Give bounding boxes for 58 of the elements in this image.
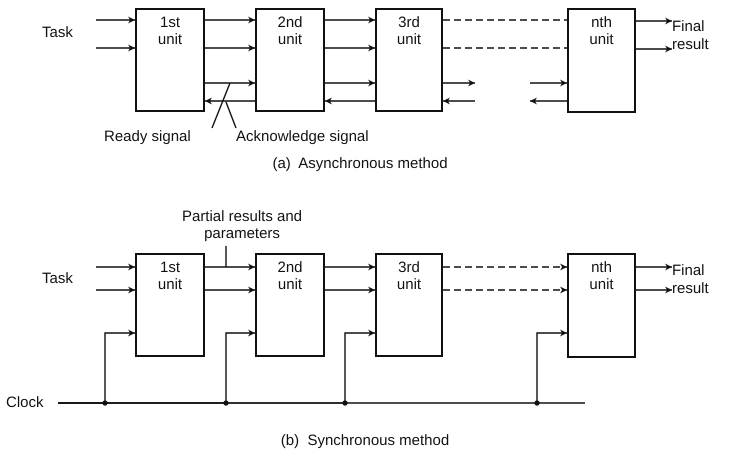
unit-box bbox=[567, 8, 636, 113]
arrow bbox=[443, 98, 475, 104]
clock-line bbox=[58, 330, 567, 404]
arrow bbox=[325, 98, 375, 104]
dashed-line bbox=[443, 19, 567, 21]
arrow bbox=[443, 286, 567, 294]
unit-label: 2nd unit bbox=[276, 14, 304, 48]
arrow bbox=[325, 264, 375, 270]
unit-box bbox=[375, 253, 443, 357]
leader-line bbox=[225, 102, 237, 128]
arrow bbox=[205, 80, 255, 86]
output-label: Final result bbox=[672, 262, 729, 298]
dashed-line bbox=[443, 47, 567, 49]
unit-label: 2nd unit bbox=[276, 259, 304, 293]
callout-label: Ready signal bbox=[104, 128, 212, 146]
arrow bbox=[205, 16, 255, 24]
arrow bbox=[325, 44, 375, 52]
arrow bbox=[443, 80, 475, 86]
arrow bbox=[96, 264, 135, 270]
clock-label: Clock bbox=[6, 394, 58, 412]
unit-label: 3rd unit bbox=[396, 14, 422, 48]
arrow bbox=[205, 286, 255, 294]
unit-label: 1st unit bbox=[156, 259, 184, 293]
callout-label: Partial results and parameters bbox=[172, 208, 312, 246]
unit-label: nth unit bbox=[588, 259, 615, 293]
arrow bbox=[530, 80, 567, 86]
unit-label: nth unit bbox=[588, 14, 615, 48]
arrow bbox=[530, 98, 567, 104]
figure-caption: (a) Asynchronous method bbox=[271, 155, 449, 172]
arrow bbox=[443, 264, 567, 270]
input-label: Task bbox=[42, 270, 96, 290]
unit-box bbox=[375, 8, 443, 112]
unit-box bbox=[255, 8, 325, 112]
unit-box bbox=[567, 253, 636, 358]
unit-box bbox=[255, 253, 325, 357]
arrow bbox=[636, 286, 672, 294]
output-label: Final result bbox=[672, 18, 729, 54]
leader-line bbox=[225, 246, 227, 267]
figure-caption: (b) Synchronous method bbox=[280, 432, 450, 449]
arrow bbox=[96, 44, 135, 52]
unit-box bbox=[135, 253, 205, 357]
arrow bbox=[636, 264, 672, 270]
arrow bbox=[325, 286, 375, 294]
arrow bbox=[636, 46, 672, 52]
arrow bbox=[325, 16, 375, 24]
input-label: Task bbox=[42, 24, 96, 44]
arrow bbox=[205, 264, 255, 270]
arrow bbox=[205, 98, 255, 104]
arrow bbox=[325, 80, 375, 86]
unit-box bbox=[135, 8, 205, 112]
arrow bbox=[96, 286, 135, 294]
callout-label: Acknowledge signal bbox=[236, 128, 408, 146]
unit-label: 3rd unit bbox=[396, 259, 422, 293]
arrow bbox=[205, 44, 255, 52]
arrow bbox=[636, 18, 672, 24]
arrow bbox=[96, 16, 135, 24]
leader-line bbox=[211, 82, 231, 128]
unit-label: 1st unit bbox=[156, 14, 184, 48]
